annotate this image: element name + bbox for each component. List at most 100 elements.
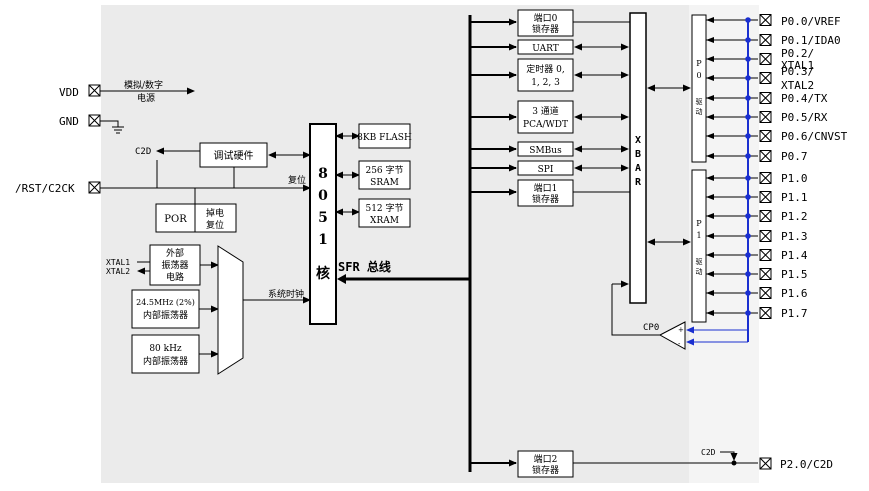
p1-4-driver-arrowhead-icon: [706, 252, 714, 258]
p1-driver-char-4: 动: [696, 267, 703, 276]
flash-label: 8KB FLASH: [357, 133, 412, 143]
xbar-letter-x: X: [635, 135, 641, 146]
memory-section: 8KB FLASH 256 字节 SRAM 512 字节 XRAM: [335, 123, 412, 228]
p0-5-pin-cross-icon: [759, 111, 772, 123]
p0-1-analog-junction: [745, 37, 751, 43]
p1-1-pin-cross-icon: [759, 191, 772, 203]
sram-label-1: 256 字节: [365, 164, 403, 176]
p0-3-xtal2-label: XTAL2: [781, 79, 814, 92]
port1-latch-label-2: 锁存器: [532, 193, 559, 205]
p1-4-label: P1.4: [781, 249, 808, 262]
p0-6-label: P0.6/CNVST: [781, 130, 848, 143]
p1-6-pin-cross-icon: [759, 287, 772, 299]
core-section: 8 0 5 1 核: [309, 123, 337, 325]
spi-box: [517, 160, 574, 176]
p0-0-driver-arrowhead-icon: [706, 17, 714, 23]
p0-2-xtal1-label: XTAL1: [781, 59, 814, 72]
p1-driver-char-1: P: [696, 219, 702, 228]
p0-1-driver-arrowhead-icon: [706, 37, 714, 43]
sfr-bus: SFR 总线: [337, 15, 472, 472]
p1-5-pin-cross-icon: [759, 268, 772, 280]
rst-pin-label: /RST/C2CK: [15, 182, 75, 195]
p1-5-analog-junction: [745, 271, 751, 277]
p1-2-driver-arrowhead-icon: [706, 213, 714, 219]
xtal1-label: XTAL1: [106, 258, 130, 267]
p0-7-driver-arrowhead-icon: [706, 153, 714, 159]
p1-driver-char-3: 驱: [696, 258, 703, 266]
p1-2-analog-junction: [745, 213, 751, 219]
port2-latch-label-2: 锁存器: [532, 464, 559, 476]
xram-label-1: 512 字节: [365, 202, 403, 214]
brownout-label-2: 复位: [206, 219, 224, 231]
vdd-pin-cross-icon: [88, 84, 101, 97]
chip-background: [101, 5, 759, 483]
flash-box: [358, 123, 411, 149]
vdd-label: VDD: [59, 86, 79, 99]
analog-digital-label-2: 电源: [137, 92, 155, 104]
reset-section: C2D 调试硬件 /RST/C2CK 复位 POR 掉电 复位: [15, 142, 311, 233]
p0-3-analog-junction: [745, 75, 751, 81]
p1-0-analog-junction: [745, 175, 751, 181]
core-char-5: 5: [318, 210, 328, 226]
port0-latch-label-1: 端口0: [534, 12, 558, 24]
p1-1-label: P1.1: [781, 191, 808, 204]
port2-section: C2D P2.0/C2D: [701, 448, 833, 471]
port0-pin-labels: P0.0/VREF P0.1/IDA0 P0.2/ XTAL1 P0.3/ XT…: [781, 15, 848, 163]
xbar-letter-b: B: [635, 149, 641, 160]
power-section: VDD 模拟/数字 电源 GND: [59, 79, 195, 134]
cp0-output-line: [611, 284, 660, 336]
lf-osc-label-1: 80 kHz: [149, 344, 182, 354]
p1-3-driver-arrowhead-icon: [706, 233, 714, 239]
pca-box: [517, 100, 574, 134]
p0-0-pin-cross-icon: [759, 14, 772, 26]
p0-4-driver-arrowhead-icon: [706, 95, 714, 101]
cp0-comparator-icon: [658, 321, 686, 350]
p1-2-label: P1.2: [781, 210, 808, 223]
port2-latch-box: [517, 450, 574, 478]
ext-osc-label-3: 电路: [166, 271, 184, 283]
lf-osc-label-2: 内部振荡器: [143, 355, 188, 367]
p1-1-driver-arrowhead-icon: [706, 194, 714, 200]
port2-c2d-label: C2D: [701, 448, 716, 457]
p0-7-analog-junction: [745, 153, 751, 159]
p0-2-pin-cross-icon: [759, 53, 772, 65]
c2d-label: C2D: [135, 147, 151, 157]
cp0-label: CP0: [643, 323, 659, 333]
port1-pin-labels: P1.0 P1.1 P1.2 P1.3 P1.4 P1.5 P1.6 P1.7: [781, 172, 808, 320]
debug-hw-box: [199, 142, 268, 168]
p0-driver-char-3: 驱: [696, 98, 703, 106]
timers-label-1: 定时器 0,: [526, 63, 564, 75]
p1-4-analog-junction: [745, 252, 751, 258]
p0-driver-box: [691, 14, 707, 163]
p0-0-label: P0.0/VREF: [781, 15, 841, 28]
int-osc-label-1: 24.5MHz (2%): [136, 298, 195, 307]
p0-1-pin-cross-icon: [759, 34, 772, 46]
port0-latch-box: [517, 9, 574, 37]
p0-6-analog-junction: [745, 133, 751, 139]
reset-label: 复位: [288, 174, 306, 186]
port2-latch-label-1: 端口2: [534, 453, 558, 465]
cp0-plus-sign: +: [678, 326, 684, 334]
p0-1-label: P0.1/IDA0: [781, 34, 841, 47]
port1-latch-box: [517, 179, 574, 207]
cp0-minus-sign: -: [678, 340, 681, 348]
p0-driver-char-4: 动: [696, 107, 703, 116]
ground-symbol-icon: [112, 126, 124, 134]
p0-6-pin-cross-icon: [759, 130, 772, 142]
p1-0-driver-arrowhead-icon: [706, 175, 714, 181]
p0-3-pin-cross-icon: [759, 72, 772, 84]
uart-label: UART: [532, 44, 558, 54]
int-osc-label-2: 内部振荡器: [143, 309, 188, 321]
por-box: [155, 203, 237, 233]
timers-label-2: 1, 2, 3: [531, 78, 560, 88]
sram-box: [358, 160, 411, 190]
p1-7-driver-arrowhead-icon: [706, 310, 714, 316]
p1-0-label: P1.0: [781, 172, 808, 185]
p1-6-driver-arrowhead-icon: [706, 290, 714, 296]
p1-2-pin-cross-icon: [759, 210, 772, 222]
brownout-label-1: 掉电: [206, 207, 224, 219]
p1-3-analog-junction: [745, 233, 751, 239]
crossbar-section: X B A R: [629, 12, 691, 304]
p0-5-label: P0.5/RX: [781, 111, 828, 124]
